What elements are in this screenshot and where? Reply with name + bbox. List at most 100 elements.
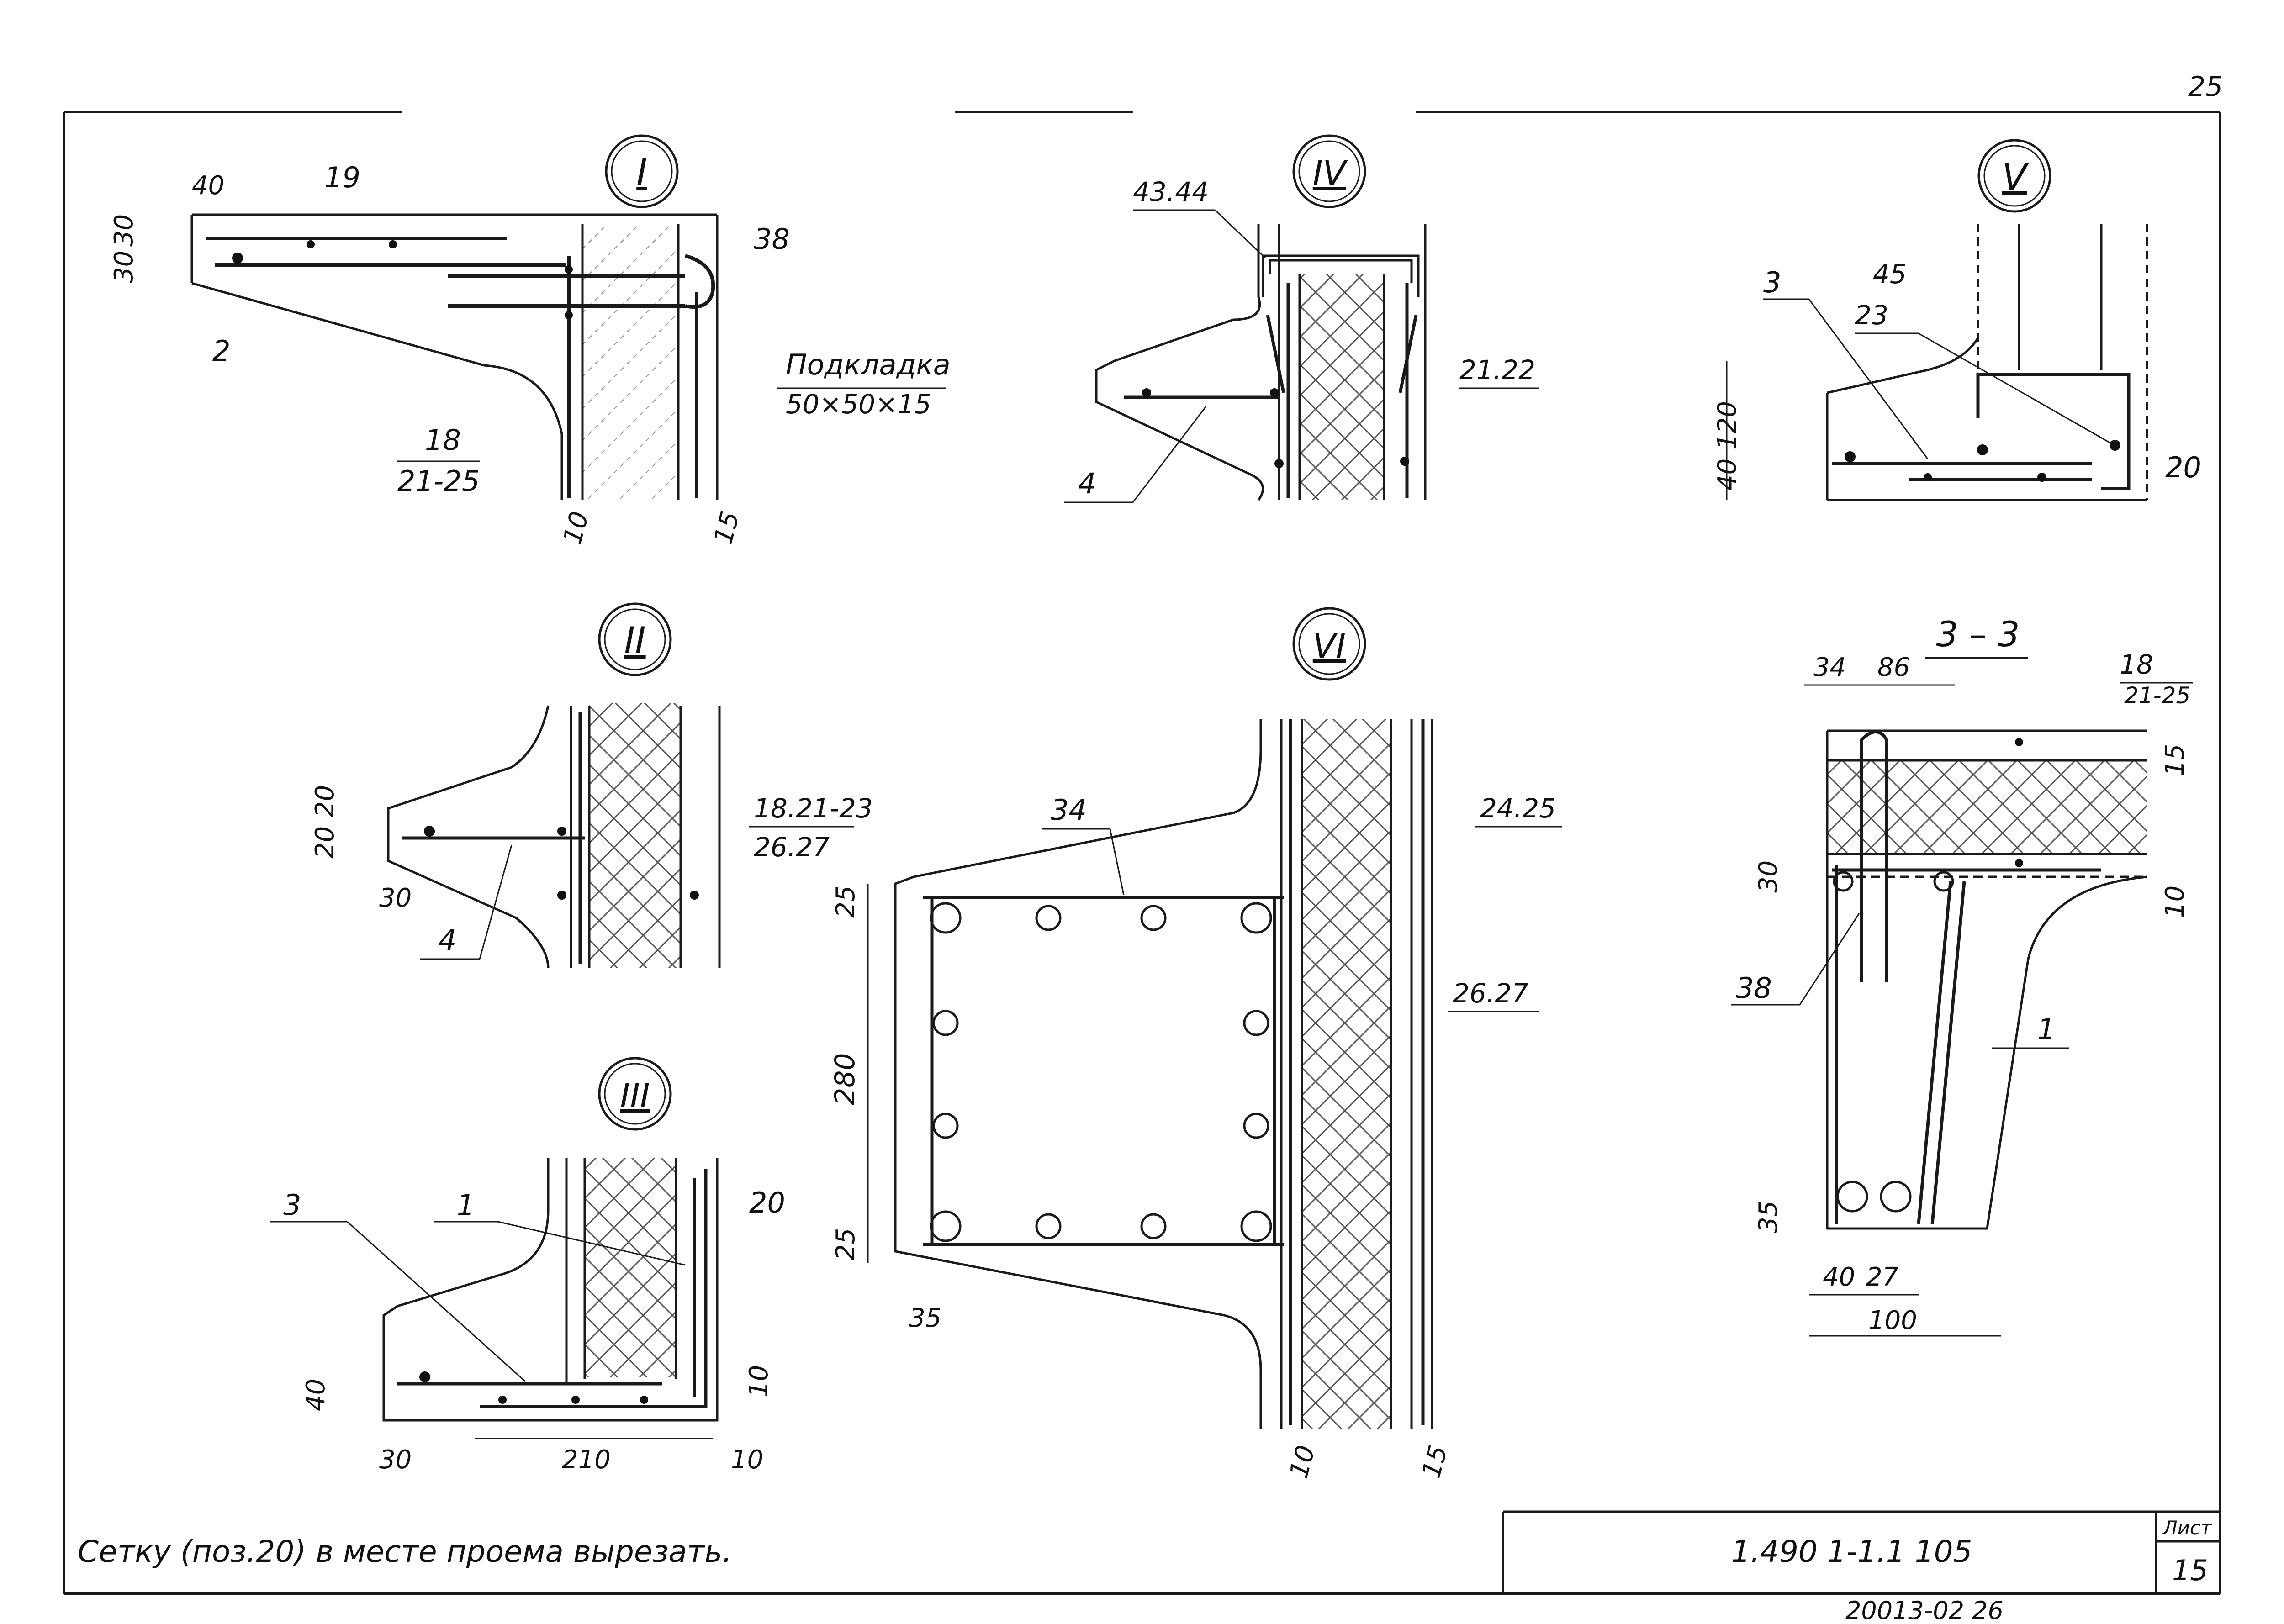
detail-VI-dim-25-top: 25: [831, 886, 861, 918]
section-3-3-dim-34: 34: [1813, 653, 1846, 682]
detail-IV-label-4: 4: [1078, 467, 1096, 500]
section-3-3-label-38: 38: [1736, 971, 1772, 1005]
detail-VI-label-24-25: 24.25: [1480, 793, 1556, 824]
detail-III-outline: [382, 1158, 719, 1422]
detail-III-title: III: [620, 1076, 650, 1116]
detail-V-label-3: 3: [1763, 266, 1781, 299]
detail-IV-outline: [1095, 224, 1427, 501]
section-3-3-dim-100: 100: [1868, 1306, 1917, 1335]
section-3-3-dim-30: 30: [1754, 860, 1783, 893]
section-3-3: 3 – 3 18 21-25 38 1 34: [1731, 614, 2193, 1337]
detail-IV-marker: IV: [1292, 134, 1366, 208]
detail-V: V 3 45 23 20 120 40: [1713, 139, 2201, 501]
detail-III-dim-10-b: 10: [731, 1445, 763, 1475]
section-3-3-title: 3 – 3: [1936, 614, 2020, 654]
detail-III-marker: III: [598, 1057, 672, 1131]
detail-VI-longitudinal-bars: [930, 902, 1272, 1242]
detail-III-dim-40: 40: [301, 1379, 331, 1411]
detail-II-label-18-21-23: 18.21-23: [754, 793, 873, 824]
title-block-sheet-label: Лист: [2162, 1517, 2212, 1539]
detail-I-dim-30-a: 30: [109, 214, 139, 247]
section-3-3-dim-35: 35: [1754, 1201, 1783, 1233]
detail-V-label-20: 20: [2165, 451, 2201, 484]
section-3-3-outline: [1826, 729, 2147, 1230]
detail-II-marker: II: [598, 602, 672, 676]
detail-I-dim-30-b: 30: [109, 251, 139, 283]
detail-II-rebars: [402, 712, 585, 964]
detail-III-insulation: [585, 1158, 676, 1377]
section-3-3-label-1: 1: [2037, 1012, 2055, 1046]
detail-II: II 18.21-23 26.27 4 20 20 30: [310, 602, 873, 969]
section-3-3-insulation: [1827, 760, 2147, 854]
detail-II-insulation: [589, 703, 681, 968]
title-block: [1502, 1510, 2220, 1594]
detail-IV-title: IV: [1313, 154, 1348, 193]
detail-I-marker: I: [605, 134, 679, 208]
detail-V-title: V: [2002, 156, 2030, 198]
section-3-3-dim-10: 10: [2160, 886, 2190, 918]
section-3-3-label-21-25: 21-25: [2124, 682, 2190, 709]
detail-I-pad-label-2: 50×50×15: [786, 389, 931, 420]
detail-I-rebars: [206, 237, 715, 498]
detail-VI-outline: [894, 719, 1433, 1429]
detail-IV-bar-dots: [1142, 388, 1409, 468]
detail-VI-insulation: [1302, 719, 1391, 1429]
detail-I-bar-dots: [232, 240, 573, 319]
detail-II-label-4: 4: [439, 923, 456, 957]
detail-VI-title: VI: [1313, 627, 1346, 666]
detail-VI: VI 34 24.25: [829, 607, 1562, 1482]
general-note: Сетку (поз.20) в месте проема вырезать.: [78, 1534, 732, 1569]
detail-I-label-2: 2: [212, 334, 230, 368]
detail-VI-dim-25-bottom: 25: [831, 1228, 861, 1260]
detail-I-label-38: 38: [754, 222, 790, 256]
section-3-3-dim-15: 15: [2160, 744, 2190, 776]
detail-II-dim-20-b: 20: [310, 826, 340, 859]
detail-III: III 3 1 20 40 30 210 10 10: [270, 1057, 785, 1475]
sheet-number-top: 25: [2188, 71, 2223, 103]
detail-VI-cage: [923, 719, 1425, 1425]
detail-VI-label-34: 34: [1051, 793, 1087, 827]
detail-III-dim-210: 210: [562, 1445, 611, 1475]
detail-V-rebars: [1832, 373, 2131, 490]
detail-I-dim-40: 40: [192, 171, 224, 200]
section-3-3-bars: [1833, 871, 1954, 1213]
section-3-3-dim-40: 40: [1823, 1262, 1855, 1292]
detail-IV: IV 43.44 21.22 4: [1064, 134, 1539, 503]
detail-V-label-45: 45: [1873, 258, 1907, 290]
detail-VI-label-26-27: 26.27: [1453, 978, 1528, 1009]
detail-I-label-21-25: 21-25: [397, 464, 480, 498]
detail-IV-label-43-44: 43.44: [1133, 176, 1209, 207]
detail-III-dim-30: 30: [379, 1445, 412, 1475]
detail-I-title: I: [636, 151, 647, 194]
detail-I-pad-label-1: Подкладка: [786, 348, 951, 381]
detail-I-insulation: [582, 226, 678, 500]
detail-I-label-19: 19: [324, 161, 360, 194]
sheet-frame: [63, 111, 2221, 1595]
detail-V-bar-dots: [1845, 440, 2120, 482]
detail-II-title: II: [624, 619, 645, 662]
detail-III-dim-10-a: 10: [744, 1365, 774, 1397]
detail-VI-dim-35: 35: [909, 1303, 941, 1333]
section-3-3-dim-86: 86: [1877, 653, 1910, 682]
detail-III-rebars: [397, 1169, 708, 1408]
detail-VI-dim-10: 10: [1284, 1442, 1321, 1482]
detail-I-dim-15: 15: [708, 508, 745, 548]
detail-III-label-3: 3: [283, 1188, 301, 1222]
detail-I-dim-10: 10: [558, 508, 595, 548]
detail-V-label-23: 23: [1855, 300, 1888, 331]
detail-I: I 19 2 38 18 21-25: [109, 134, 951, 548]
title-block-sheet-value: 15: [2172, 1554, 2208, 1587]
detail-V-marker: V: [1977, 139, 2051, 213]
detail-IV-insulation: [1300, 274, 1384, 500]
section-3-3-dim-27: 27: [1866, 1262, 1899, 1292]
detail-II-dim-30: 30: [379, 883, 412, 913]
detail-II-dim-20-a: 20: [310, 785, 340, 817]
detail-III-bar-dots: [419, 1371, 648, 1404]
detail-VI-dim-15: 15: [1417, 1442, 1454, 1482]
detail-II-label-26-27: 26.27: [754, 832, 830, 863]
detail-I-label-18: 18: [425, 423, 461, 457]
title-block-code: 1.490 1-1.1 105: [1731, 1534, 1972, 1569]
section-3-3-label-18: 18: [2120, 649, 2153, 680]
detail-I-concrete-outline: [190, 213, 719, 500]
